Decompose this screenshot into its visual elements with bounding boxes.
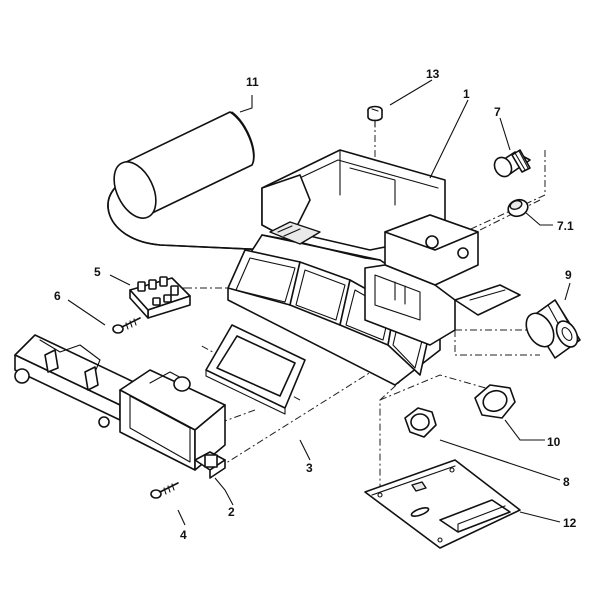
callout-5: 5 [94,265,101,279]
blanking-plug-part-7-1 [507,198,529,218]
nut-part-10 [474,384,516,419]
screw-part-6 [112,317,141,334]
callout-3: 3 [306,461,313,475]
callout-4: 4 [180,528,187,542]
nut-part-8 [404,407,437,438]
base-bracket-part-2 [14,334,226,479]
screw-part-13 [367,105,383,128]
callout-12: 12 [563,516,577,530]
callout-2: 2 [228,505,235,519]
callout-10: 10 [547,435,561,449]
cover-plate-part-12 [364,459,521,549]
screw-part-4 [150,482,179,499]
cable-gland-part-7 [493,149,531,178]
callout-9: 9 [565,268,572,282]
terminal-strip-part-5 [129,276,191,319]
callout-labels: 11 13 1 7 7.1 9 5 6 10 8 12 3 2 4 [54,67,577,542]
callout-7: 7 [494,105,501,119]
gasket-part-3 [205,324,306,415]
leader-lines [67,79,571,526]
callout-11: 11 [246,75,259,89]
callout-1: 1 [463,87,470,101]
cable-gland-part-9 [525,299,581,359]
capacitor-part-11 [107,111,271,251]
callout-8: 8 [563,475,570,489]
callout-7-1: 7.1 [557,219,574,233]
callout-13: 13 [426,67,440,81]
housing-part-1 [227,149,521,386]
callout-6: 6 [54,289,61,303]
